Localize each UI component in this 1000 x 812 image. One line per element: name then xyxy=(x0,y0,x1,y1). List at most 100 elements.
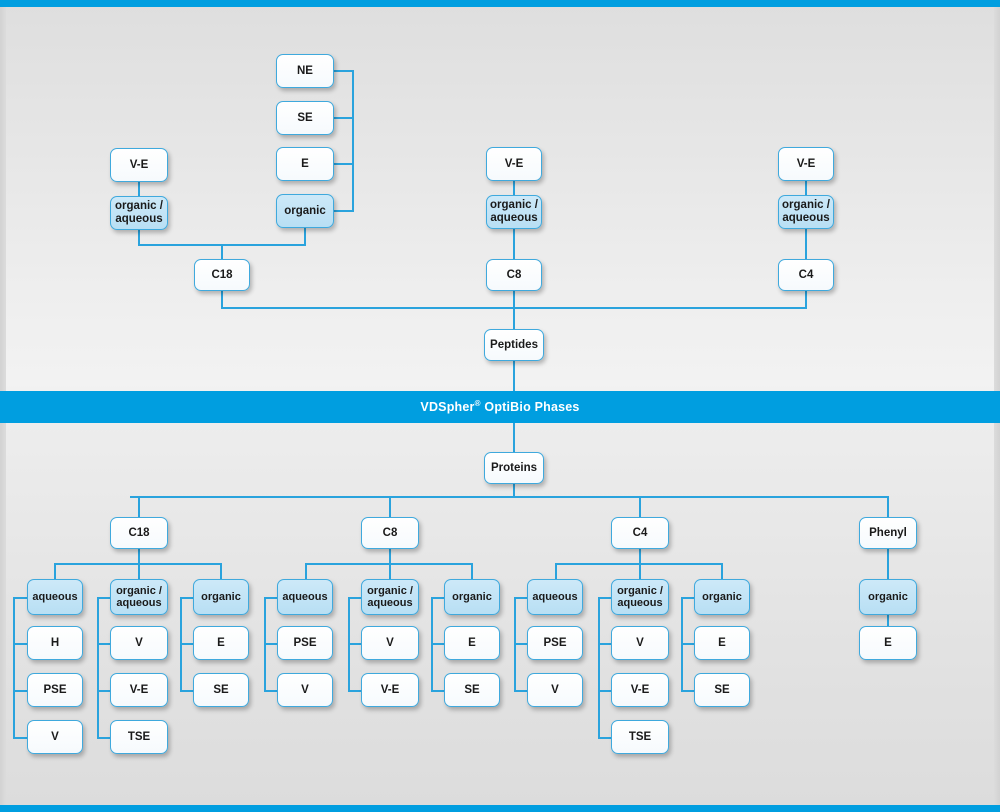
proteins-c4-oa-child-v[interactable]: V xyxy=(611,626,669,660)
peptides-chain-c4[interactable]: C4 xyxy=(778,259,834,291)
bracket-proteins-c4-oa-stub-0 xyxy=(598,597,613,599)
connector-proteins-c8-oa-drop xyxy=(389,563,391,579)
peptides-c8-organic-aqueous-child-v-e[interactable]: V-E xyxy=(486,147,542,181)
proteins-c18-organic-child-e[interactable]: E xyxy=(193,626,249,660)
proteins-c18-group-organic-aqueous[interactable]: organic / aqueous xyxy=(110,579,168,615)
connector-peptides-root-to-banner xyxy=(513,361,515,391)
connector-proteins-c18-down xyxy=(138,549,140,565)
bracket-proteins-c4-aqueous-stub-2 xyxy=(514,690,529,692)
connector-peptides-c18-organic-spine xyxy=(352,70,354,212)
proteins-c18-group-organic[interactable]: organic xyxy=(193,579,249,615)
proteins-root[interactable]: Proteins xyxy=(484,452,544,484)
connector-peptides-c4-oa-child xyxy=(805,181,807,195)
connector-peptides-c8-to-chain xyxy=(513,229,515,259)
connector-proteins-c18-organic-drop xyxy=(220,563,222,579)
proteins-c4-oa-child-tse[interactable]: TSE xyxy=(611,720,669,754)
peptides-c18-organic-child-ne[interactable]: NE xyxy=(276,54,334,88)
bracket-proteins-c18-oa-stub-0 xyxy=(97,597,112,599)
proteins-c4-group-organic-aqueous[interactable]: organic / aqueous xyxy=(611,579,669,615)
proteins-c18-aqueous-child-v[interactable]: V xyxy=(27,720,83,754)
bracket-proteins-c8-organic-stub-0 xyxy=(431,597,446,599)
bracket-proteins-c4-oa-stub-3 xyxy=(598,737,613,739)
proteins-c18-group-aqueous[interactable]: aqueous xyxy=(27,579,83,615)
proteins-c8-organic-child-se[interactable]: SE xyxy=(444,673,500,707)
proteins-c18-oa-child-v[interactable]: V xyxy=(110,626,168,660)
proteins-c4-group-aqueous[interactable]: aqueous xyxy=(527,579,583,615)
proteins-chain-c18[interactable]: C18 xyxy=(110,517,168,549)
proteins-c8-group-aqueous[interactable]: aqueous xyxy=(277,579,333,615)
proteins-phenyl-group-organic[interactable]: organic xyxy=(859,579,917,615)
connector-proteins-c4-organic-drop xyxy=(721,563,723,579)
proteins-c8-group-organic[interactable]: organic xyxy=(444,579,500,615)
bracket-proteins-c4-oa-stub-1 xyxy=(598,643,613,645)
proteins-c8-group-organic-aqueous[interactable]: organic / aqueous xyxy=(361,579,419,615)
proteins-c4-aqueous-child-pse[interactable]: PSE xyxy=(527,626,583,660)
bracket-proteins-c8-oa-stub-1 xyxy=(348,643,363,645)
peptides-chain-c18[interactable]: C18 xyxy=(194,259,250,291)
connector-proteins-c4-drop xyxy=(639,496,641,517)
connector-peptides-c18-oa-child xyxy=(138,182,140,196)
connector-proteins-phenyl-drop xyxy=(887,496,889,517)
connector-peptides-c18-organic-down xyxy=(304,228,306,246)
proteins-chain-phenyl[interactable]: Phenyl xyxy=(859,517,917,549)
connector-proteins-c8-down xyxy=(389,549,391,565)
proteins-phenyl-organic-child-e[interactable]: E xyxy=(859,626,917,660)
peptides-c18-organic-child-se[interactable]: SE xyxy=(276,101,334,135)
connector-peptides-c18-organic-stub-e xyxy=(334,163,354,165)
bracket-proteins-c18-aqueous-stub-3 xyxy=(13,737,29,739)
peptides-chain-c8[interactable]: C8 xyxy=(486,259,542,291)
bracket-proteins-c8-oa-stub-2 xyxy=(348,690,363,692)
peptides-c4-organic-aqueous-child-v-e[interactable]: V-E xyxy=(778,147,834,181)
connector-proteins-c18-oa-drop xyxy=(138,563,140,579)
proteins-c4-aqueous-child-v[interactable]: V xyxy=(527,673,583,707)
proteins-c18-aqueous-child-h[interactable]: H xyxy=(27,626,83,660)
bracket-proteins-c4-organic-stub-1 xyxy=(681,643,696,645)
proteins-c8-aqueous-child-v[interactable]: V xyxy=(277,673,333,707)
connector-peptides-c18-drop xyxy=(221,291,223,309)
connector-proteins-c18-drop xyxy=(138,496,140,517)
peptides-c18-organic-aqueous-child-v-e[interactable]: V-E xyxy=(110,148,168,182)
connector-proteins-c4-fanout xyxy=(555,563,722,565)
proteins-c18-organic-child-se[interactable]: SE xyxy=(193,673,249,707)
bracket-proteins-c18-oa-stub-3 xyxy=(97,737,112,739)
bracket-proteins-c4-aqueous-stub-0 xyxy=(514,597,529,599)
banner-title: VDSpher® OptiBio Phases xyxy=(420,399,580,415)
bracket-proteins-c18-oa-stub-1 xyxy=(97,643,112,645)
bracket-proteins-c18-aqueous-spine xyxy=(13,597,15,739)
peptides-c4-organic-aqueous[interactable]: organic / aqueous xyxy=(778,195,834,229)
connector-peptides-c18-to-chain xyxy=(221,244,223,259)
proteins-c18-oa-child-v-e[interactable]: V-E xyxy=(110,673,168,707)
proteins-c18-oa-child-tse[interactable]: TSE xyxy=(110,720,168,754)
proteins-c18-aqueous-child-pse[interactable]: PSE xyxy=(27,673,83,707)
bracket-proteins-c18-aqueous-stub-0 xyxy=(13,597,29,599)
bracket-proteins-c4-aqueous-stub-1 xyxy=(514,643,529,645)
connector-peptides-c18-oa-down xyxy=(138,230,140,246)
bracket-proteins-c8-organic-stub-2 xyxy=(431,690,446,692)
proteins-c8-oa-child-v-e[interactable]: V-E xyxy=(361,673,419,707)
bracket-proteins-c18-oa-stub-2 xyxy=(97,690,112,692)
peptides-root[interactable]: Peptides xyxy=(484,329,544,361)
bracket-proteins-c18-aqueous-stub-2 xyxy=(13,690,29,692)
proteins-c4-organic-child-se[interactable]: SE xyxy=(694,673,750,707)
proteins-c4-group-organic[interactable]: organic xyxy=(694,579,750,615)
proteins-chain-c4[interactable]: C4 xyxy=(611,517,669,549)
bracket-proteins-c18-oa-spine xyxy=(97,597,99,739)
proteins-chain-c8[interactable]: C8 xyxy=(361,517,419,549)
connector-proteins-c18-fanout xyxy=(54,563,221,565)
peptides-c8-organic-aqueous[interactable]: organic / aqueous xyxy=(486,195,542,229)
bracket-proteins-c8-organic-stub-1 xyxy=(431,643,446,645)
bracket-proteins-c18-organic-stub-1 xyxy=(180,643,195,645)
peptides-c18-organic-aqueous[interactable]: organic / aqueous xyxy=(110,196,168,230)
proteins-c8-aqueous-child-pse[interactable]: PSE xyxy=(277,626,333,660)
peptides-c18-organic[interactable]: organic xyxy=(276,194,334,228)
connector-peptides-c18-organic-stub-se xyxy=(334,117,354,119)
bracket-proteins-c8-oa-stub-0 xyxy=(348,597,363,599)
connector-proteins-root-down xyxy=(513,484,515,497)
proteins-c8-oa-child-v[interactable]: V xyxy=(361,626,419,660)
proteins-c4-oa-child-v-e[interactable]: V-E xyxy=(611,673,669,707)
proteins-c8-organic-child-e[interactable]: E xyxy=(444,626,500,660)
bracket-proteins-c18-aqueous-stub-1 xyxy=(13,643,29,645)
peptides-c18-organic-child-e[interactable]: E xyxy=(276,147,334,181)
proteins-c4-organic-child-e[interactable]: E xyxy=(694,626,750,660)
